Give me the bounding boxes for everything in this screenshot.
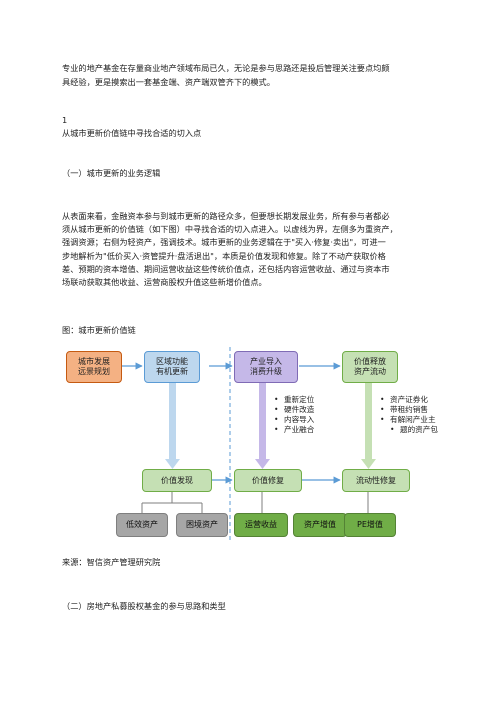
paragraph-line: 差、预期的资本增值、期间运营收益这些传统价值点，还包括内容运营收益、通过与资本市	[62, 263, 390, 274]
box-region-renewal: 区域功能有机更新	[144, 351, 200, 383]
body-paragraph: 从表面来看，金融资本参与到城市更新的路径众多，但要想长期发展业务，所有参与者都必…	[62, 210, 462, 289]
paragraph-line: 场联动获取其他收益、运营商股权升值这些新增价值点。	[62, 277, 267, 288]
box-operating-income: 运营收益	[234, 513, 288, 537]
arrow-head-left	[165, 459, 180, 469]
intro-line-2: 具经验，更是摸索出一套基金端、资产端双管齐下的模式。	[62, 77, 275, 87]
box-liquidity-repair: 流动性修复	[342, 469, 410, 492]
box-pe-appreciation: PE增值	[344, 513, 396, 537]
subsection-title-1: （一）城市更新的业务逻辑	[62, 168, 161, 178]
box-value-release: 价值释放资产流动	[342, 351, 398, 383]
figure-caption: 图：城市更新价值链	[62, 325, 136, 335]
figure-source: 来源：智信资产管理研究院	[62, 557, 161, 567]
bullets-repair: 重新定位 硬件改造 内容导入 产业融合	[274, 395, 314, 435]
section-title: 从城市更新价值链中寻找合适的切入点	[62, 128, 202, 138]
paragraph-line: 从表面来看，金融资本参与到城市更新的路径众多，但要想长期发展业务，所有参与者都必	[62, 211, 390, 221]
box-industry-upgrade: 产业导入消费升级	[234, 351, 298, 383]
box-city-plan: 城市发展远景规划	[66, 351, 122, 383]
arrow-vertical-left	[169, 381, 176, 461]
paragraph-line: 须从城市更新的价值链（如下图）中寻找合适的切入点进入。以虚线为界，左侧多为重资产…	[62, 224, 398, 235]
arrow-head-mid	[255, 459, 270, 469]
diagram-connectors	[122, 347, 376, 541]
arrow-head-right	[361, 459, 376, 469]
subsection-title-2: （二）房地产私募股权基金的参与思路和类型	[62, 601, 226, 611]
bullets-liquidity: 资产证券化 带租约销售 有解闲产业主 题的资产包	[380, 395, 438, 435]
arrow-vertical-mid	[259, 381, 266, 461]
box-value-repair: 价值修复	[234, 469, 302, 492]
box-distressed-assets: 困境资产	[176, 513, 228, 537]
box-undervalued-assets: 低效资产	[116, 513, 168, 537]
arrow-vertical-right	[365, 381, 372, 461]
paragraph-line: 强调资源；右侧为轻资产，强调技术。城市更新的业务逻辑在于"买入·修复·卖出"，可…	[62, 237, 386, 248]
box-value-discovery: 价值发现	[142, 469, 212, 492]
section-number: 1	[62, 115, 68, 125]
intro-line-1: 专业的地产基金在存量商业地产领域布局已久，无论是参与思路还是投后管理关注要点均颇	[62, 63, 390, 73]
paragraph-line: 步地解析为"低价买入·资管提升·盘活退出"，本质是价值发现和修复。除了不动产获取…	[62, 250, 386, 261]
box-asset-appreciation: 资产增值	[293, 513, 347, 537]
